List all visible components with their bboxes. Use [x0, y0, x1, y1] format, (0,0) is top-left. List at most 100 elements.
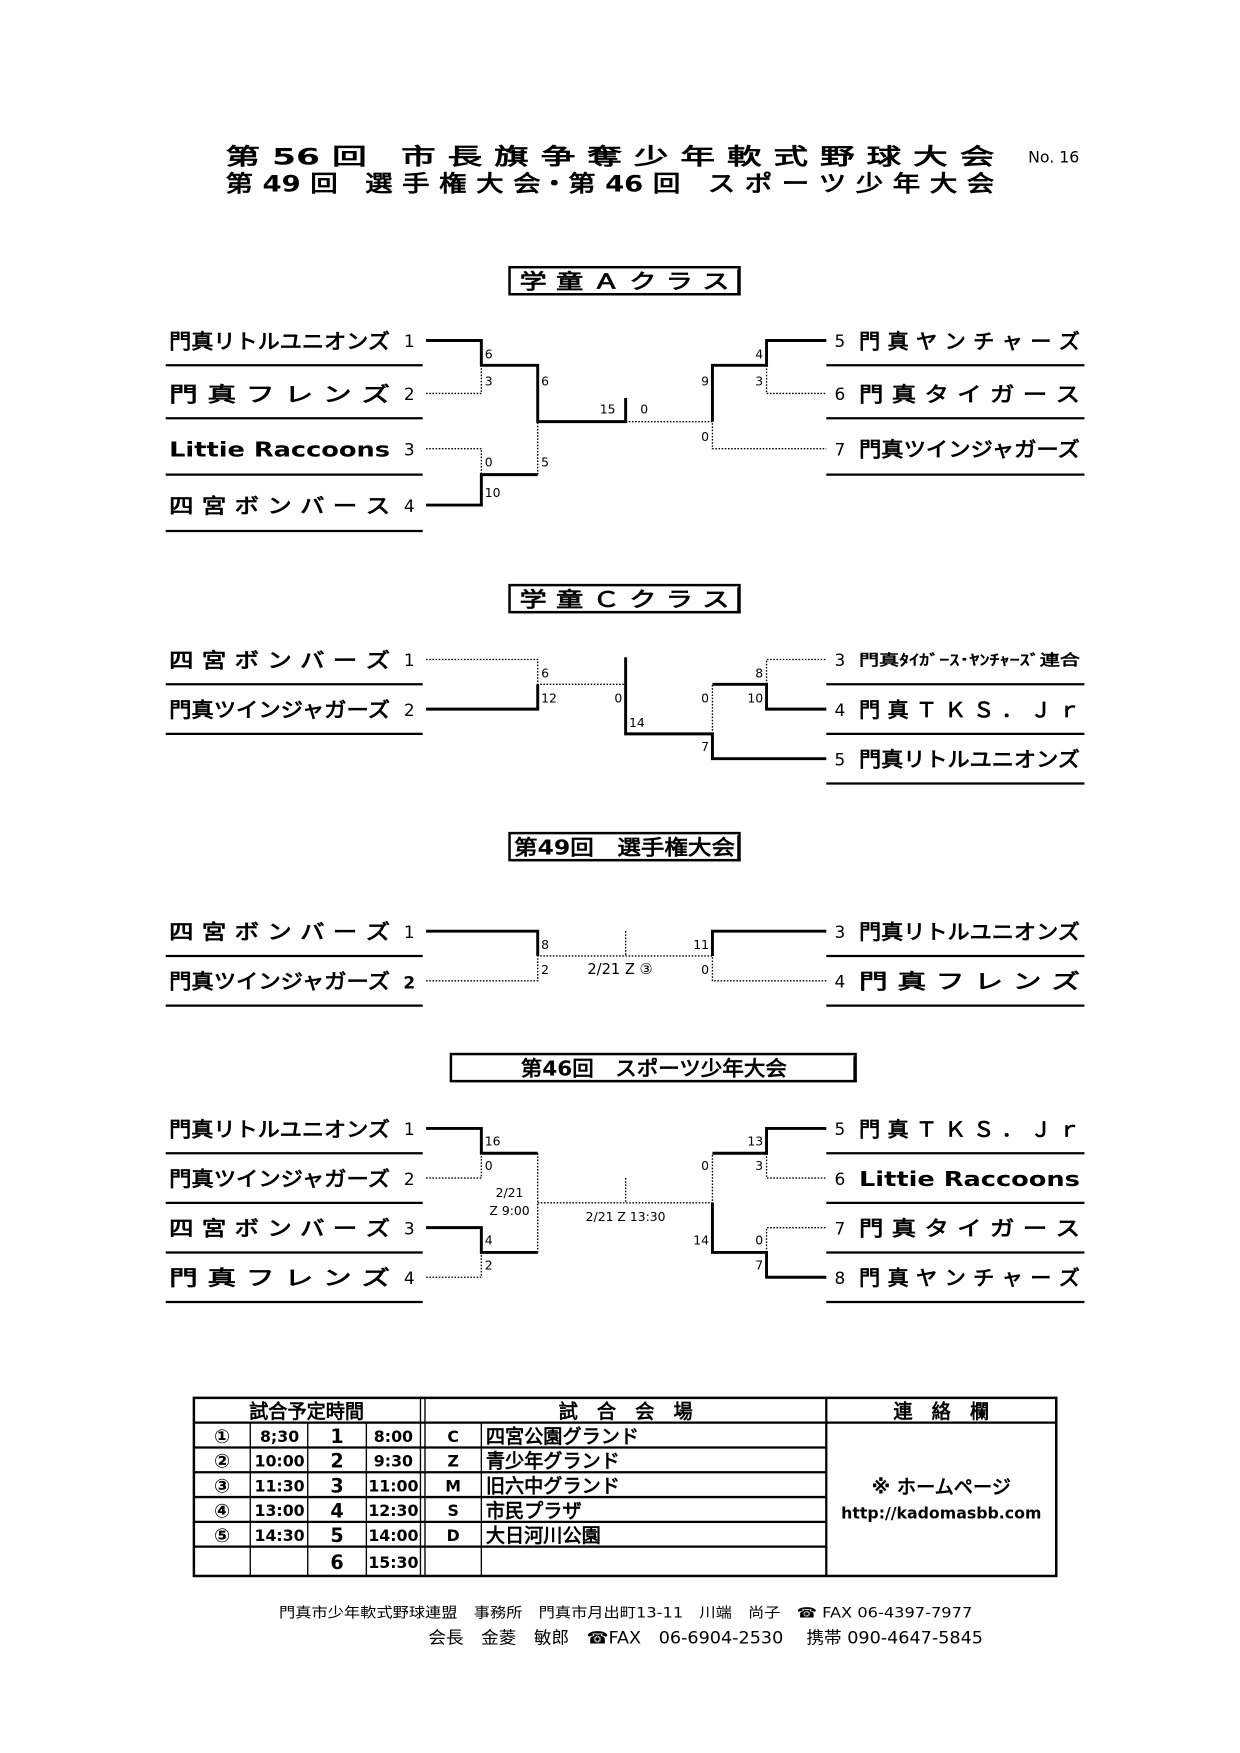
- header-contact: 連 絡 欄: [893, 1400, 989, 1423]
- score: 12: [541, 690, 557, 705]
- slot-time: 12:30: [368, 1501, 418, 1520]
- venue-name: 四宮公園グランド: [486, 1425, 639, 1448]
- score: 3: [485, 374, 493, 389]
- slot-number: 6: [330, 1551, 343, 1574]
- score: 16: [485, 1133, 501, 1148]
- schedule-table: 試合予定時間 試 合 会 場 連 絡 欄 ① 8;30 1 8:00 C 四宮公…: [192, 1396, 1058, 1578]
- score: 8: [755, 666, 763, 681]
- slot-time: 8:00: [374, 1427, 413, 1446]
- table-row: ① 8;30 1 8:00 C 四宮公園グランド: [214, 1425, 639, 1448]
- team-seed: 3: [404, 1218, 415, 1238]
- team-name: 門真リトルユニオンズ: [169, 1117, 390, 1141]
- team-seed: 6: [834, 1169, 845, 1189]
- team-seed: 5: [834, 331, 845, 351]
- score: 6: [485, 347, 493, 362]
- team-seed: 8: [834, 1268, 845, 1288]
- venue-name: 青少年グランド: [486, 1450, 620, 1473]
- score: 6: [541, 374, 549, 389]
- slot-time: 10:00: [254, 1452, 304, 1471]
- semifinal-time: Z 9:00: [489, 1203, 529, 1218]
- slot-mark: ①: [214, 1425, 230, 1448]
- slot-number: 3: [330, 1475, 343, 1498]
- section-heading: 学 童 Ｃ ク ラ ス: [520, 588, 730, 612]
- team-name: 四 宮 ボ ン バ ー ズ: [169, 920, 390, 944]
- slot-time: 15:30: [368, 1553, 418, 1572]
- venue-code: M: [445, 1476, 461, 1495]
- team-seed: 4: [834, 700, 845, 720]
- homepage-url[interactable]: http://kadomasbb.com: [841, 1503, 1041, 1522]
- team-name: 門 真 フ レ ン ズ: [859, 970, 1080, 994]
- team-seed: 1: [404, 922, 415, 942]
- team-seed: 3: [834, 922, 845, 942]
- team-name: 門真ツインジャガーズ: [169, 698, 390, 722]
- slot-mark: ②: [214, 1450, 230, 1473]
- team-seed: 2: [404, 1169, 415, 1189]
- table-row: ② 10:00 2 9:30 Z 青少年グランド: [214, 1450, 620, 1473]
- team-name: 門真ツインジャガーズ: [859, 438, 1080, 462]
- venue-code: S: [447, 1501, 458, 1520]
- team-seed: 7: [834, 439, 845, 459]
- score: 9: [701, 374, 709, 389]
- slot-time: 11:30: [254, 1476, 304, 1495]
- team-name: Littie Raccoons: [859, 1167, 1080, 1191]
- venue-name: 旧六中グランド: [486, 1475, 620, 1498]
- team-name: 門真ツインジャガーズ: [169, 1167, 390, 1191]
- team-seed: 2: [403, 973, 415, 993]
- team-name: 門 真 フ レ ン ズ: [169, 1266, 390, 1290]
- slot-number: 2: [330, 1450, 343, 1473]
- footer-office: 門真市少年軟式野球連盟 事務所 門真市月出町13-11 川端 尚子 ☎ FAX …: [279, 1605, 972, 1622]
- bracket-sports-46: 第46回 スポーツ少年大会 門真リトルユニオンズ 1 門真ツインジャガーズ 2 …: [165, 1052, 1085, 1304]
- score: 0: [640, 402, 648, 417]
- team-name: 門 真 ヤ ン チ ャ ー ズ: [859, 329, 1080, 353]
- slot-time: 11:00: [368, 1476, 418, 1495]
- score: 0: [701, 429, 709, 444]
- score: 10: [747, 690, 763, 705]
- team-seed: 1: [404, 1119, 415, 1139]
- title-line-2: 第 49 回 選 手 権 大 会・第 46 回 ス ポ ー ツ 少 年 大 会: [225, 171, 994, 198]
- bracket-championship-49: 第49回 選手権大会 四 宮 ボ ン バ ー ズ 1 門真ツインジャガーズ 2 …: [165, 831, 1085, 1007]
- score: 0: [701, 690, 709, 705]
- section-heading: 学 童 Ａ ク ラ ス: [520, 270, 730, 294]
- score: 4: [485, 1233, 493, 1248]
- score: 8: [541, 937, 549, 952]
- team-seed: 1: [404, 331, 415, 351]
- match-schedule-note: 2/21 Z ③: [587, 961, 652, 978]
- bracket-class-c: 学 童 Ｃ ク ラ ス 四 宮 ボ ン バ ー ズ 1 門真ツインジャガーズ 2…: [165, 583, 1085, 785]
- team-seed: 4: [404, 496, 415, 516]
- score: 5: [541, 455, 549, 470]
- slot-time: 14:00: [368, 1526, 418, 1545]
- score: 0: [701, 962, 709, 977]
- team-name: 門 真 フ レ ン ズ: [169, 382, 390, 406]
- score: 6: [541, 666, 549, 681]
- slot-number: 5: [330, 1524, 343, 1547]
- team-name: 四 宮 ボ ン バ ー ス: [169, 494, 390, 518]
- team-name: 門真ツインジャガーズ: [169, 970, 390, 994]
- table-row: ③ 11:30 3 11:00 M 旧六中グランド: [214, 1475, 620, 1498]
- slot-mark: ③: [214, 1475, 230, 1498]
- score: 3: [755, 1158, 763, 1173]
- score: 7: [755, 1257, 763, 1272]
- score: 0: [755, 1233, 763, 1248]
- final-schedule: 2/21 Z 13:30: [586, 1209, 666, 1224]
- table-row: ⑤ 14:30 5 14:00 D 大日河川公園: [214, 1524, 601, 1547]
- team-name: 門真ﾀｲｶﾞｰｽ･ﾔﾝﾁｬｰｽﾞ連合: [859, 651, 1080, 669]
- score: 0: [485, 455, 493, 470]
- homepage-label: ※ ホームページ: [872, 1476, 1011, 1499]
- team-name: Littie Raccoons: [169, 438, 390, 462]
- venue-name: 市民プラザ: [486, 1499, 582, 1522]
- team-name: 門真リトルユニオンズ: [859, 920, 1080, 944]
- score: 0: [701, 1158, 709, 1173]
- slot-mark: ④: [214, 1499, 230, 1522]
- team-name: 門 真 タ イ ガ ー ス: [859, 1217, 1080, 1241]
- slot-number: 1: [330, 1425, 343, 1448]
- table-row: ④ 13:00 4 12:30 S 市民プラザ: [214, 1499, 582, 1522]
- section-heading: 第49回 選手権大会: [514, 836, 736, 860]
- venue-code: D: [447, 1526, 460, 1545]
- score: 10: [485, 485, 501, 500]
- header-venues: 試 合 会 場: [559, 1400, 693, 1423]
- team-seed: 7: [834, 1218, 845, 1238]
- score: 14: [693, 1233, 709, 1248]
- slot-mark: ⑤: [214, 1524, 230, 1547]
- slot-time: 13:00: [254, 1501, 304, 1520]
